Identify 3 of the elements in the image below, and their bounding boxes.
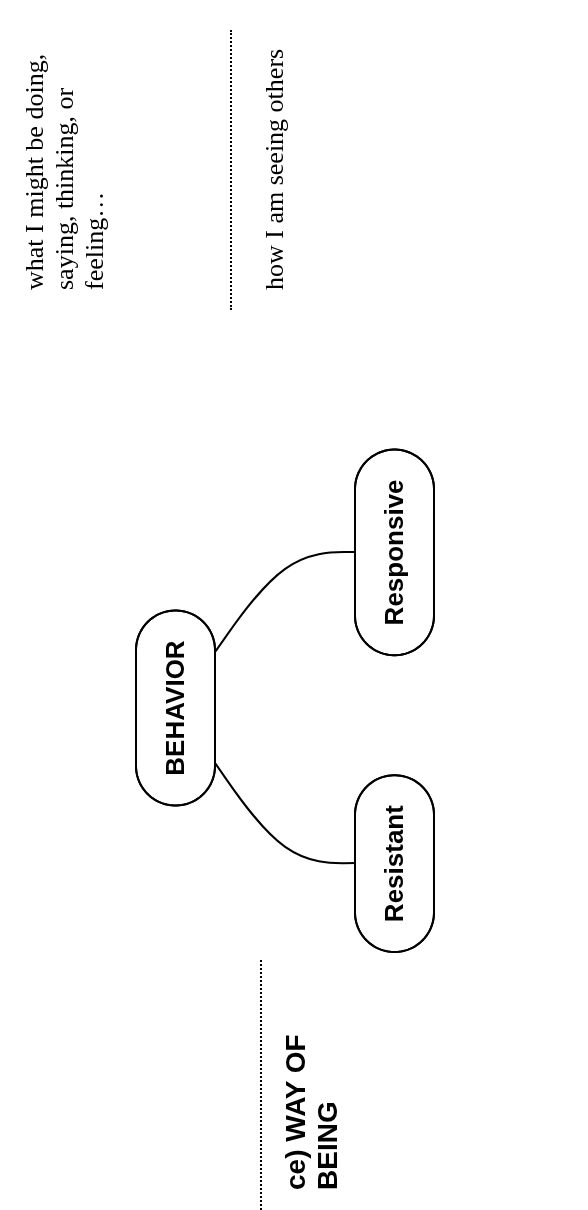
section-heading: ce) WAY OF BEING (280, 1033, 344, 1190)
note-text: how I am seeing others (260, 47, 290, 290)
note-text: what I might be doing, saying, thinking, or feeling… (20, 52, 110, 290)
